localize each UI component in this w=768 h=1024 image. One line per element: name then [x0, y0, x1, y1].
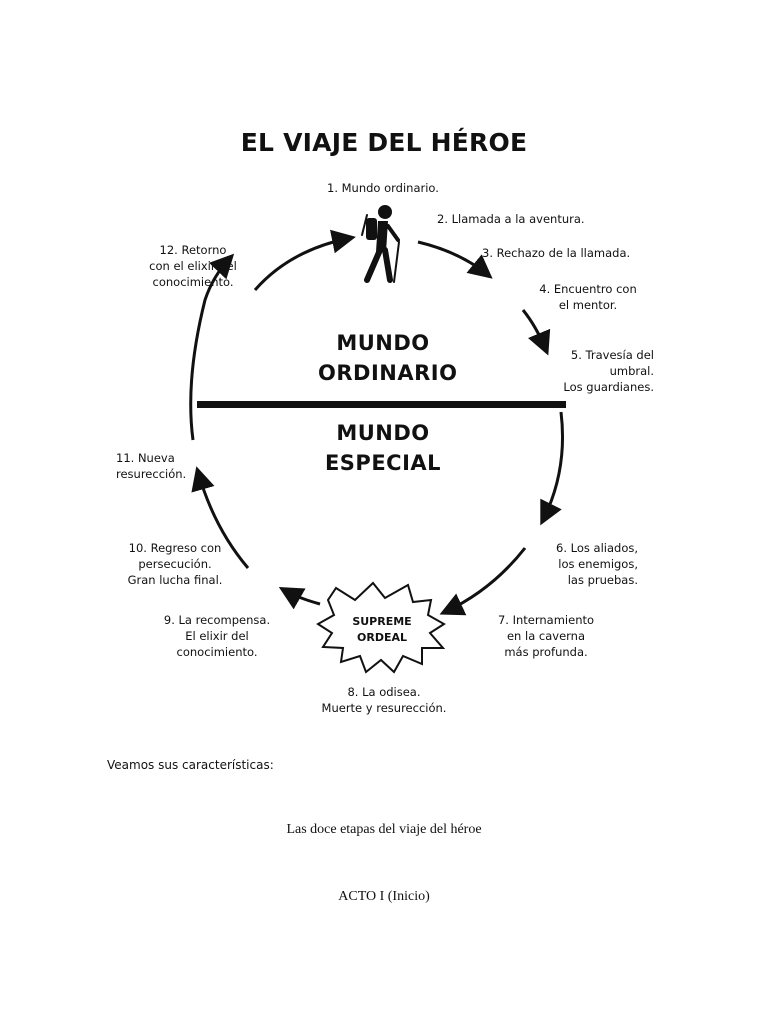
arrow-ordeal-9: [278, 587, 321, 610]
act-heading: ACTO I (Inicio): [338, 889, 430, 904]
hero-journey-diagram: [189, 205, 566, 674]
stage-3: 3. Rechazo de la llamada.: [482, 246, 631, 260]
stage-6: 6. Los aliados, los enemigos, las prueba…: [556, 541, 638, 587]
stage-9: 9. La recompensa. El elixir del conocimi…: [163, 613, 271, 659]
arrow-12-1: [253, 229, 356, 291]
arrow-6-7: [439, 547, 527, 616]
stage-10: 10. Regreso con persecución. Gran lucha …: [127, 541, 223, 587]
arrow-1-2: [417, 240, 493, 279]
section-heading: Las doce etapas del viaje del héroe: [286, 822, 482, 837]
arrow-4-5: [521, 309, 551, 356]
stage-7: 7. Internamiento en la caverna más profu…: [497, 613, 595, 659]
stage-2: 2. Llamada a la aventura.: [437, 212, 585, 226]
stage-8: 8. La odisea. Muerte y resurección.: [321, 685, 447, 715]
intro-text: Veamos sus características:: [107, 758, 274, 772]
stage-4: 4. Encuentro con el mentor.: [539, 282, 637, 312]
supreme-ordeal-burst: [316, 581, 446, 674]
arrow-11-12: [189, 253, 235, 441]
diagram-title: EL VIAJE DEL HÉROE: [240, 128, 528, 157]
special-world-label: MUNDO ESPECIAL: [324, 421, 442, 475]
supreme-ordeal-label: SUPREME ORDEAL: [352, 615, 412, 644]
stage-11: 11. Nueva resurección.: [116, 451, 187, 481]
arrow-10-11: [191, 466, 250, 569]
hiker-icon: [361, 205, 400, 283]
ordinary-world-label: MUNDO ORDINARIO: [318, 331, 458, 385]
world-divider: [197, 401, 566, 408]
arrow-5-6: [540, 411, 564, 526]
stage-1: 1. Mundo ordinario.: [327, 181, 439, 195]
stage-12: 12. Retorno con el elixir del conocimien…: [149, 243, 237, 289]
stage-5: 5. Travesía del umbral. Los guardianes.: [563, 348, 654, 394]
